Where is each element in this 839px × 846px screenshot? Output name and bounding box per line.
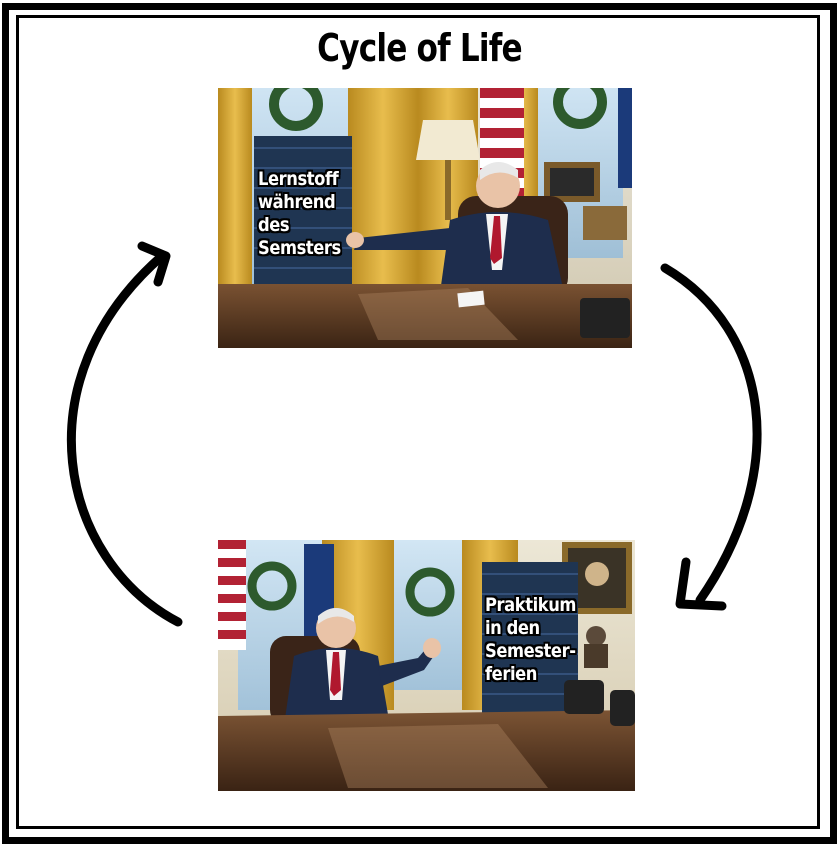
bottom-caption-line-2: in den — [485, 617, 540, 639]
meme-title: Cycle of Life — [317, 26, 523, 70]
oval-office-scene-top — [218, 88, 632, 348]
top-caption-line-2: während — [258, 191, 336, 213]
bottom-caption-line-3: Semester- — [485, 640, 576, 662]
bottom-caption-line-4: ferien — [485, 663, 537, 685]
arrow-left-up-icon — [66, 241, 183, 627]
bottom-image-panel: Praktikum in den Semester- ferien — [218, 540, 635, 791]
bottom-caption: Praktikum in den Semester- ferien — [485, 594, 576, 686]
top-caption-line-1: Lernstoff — [258, 168, 339, 190]
top-caption: Lernstoff während des Semsters — [258, 168, 341, 260]
top-image-panel: Lernstoff während des Semsters — [218, 88, 632, 348]
oval-office-scene-bottom — [218, 540, 635, 791]
top-caption-line-3: des — [258, 214, 290, 236]
top-caption-line-4: Semsters — [258, 237, 341, 259]
bottom-caption-line-1: Praktikum — [485, 594, 576, 616]
arrow-right-down-icon — [660, 263, 762, 611]
